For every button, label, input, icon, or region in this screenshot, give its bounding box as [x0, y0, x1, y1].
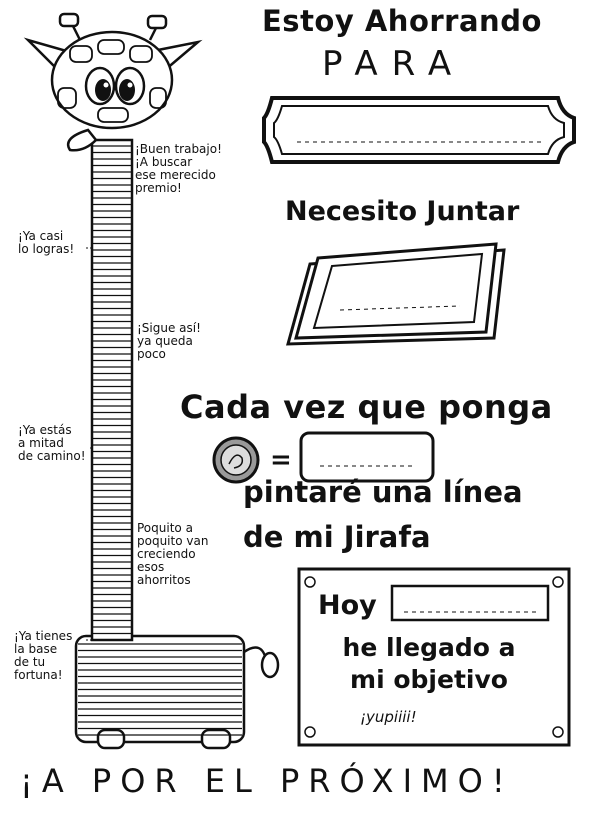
neck-note-halfway: ¡Ya estás a mitad de camino! [18, 423, 86, 463]
heading-para: PARA [322, 44, 466, 84]
giraffe-leg [200, 728, 232, 750]
neck-note-almost: ¡Ya casi lo logras! [18, 229, 75, 256]
heading-saving-for: Estoy Ahorrando [262, 4, 542, 38]
goal-achieved-frame [297, 567, 571, 747]
instruction-line-3: de mi Jirafa [243, 520, 431, 554]
giraffe-eyes [84, 66, 146, 106]
instruction-line-2: pintaré una línea [243, 475, 523, 509]
goal-reached-text: he llegado a mi objetivo [342, 633, 516, 694]
neck-note-top: ¡Buen trabajo! ¡A buscar ese merecido pr… [135, 142, 222, 195]
celebration-text: ¡yupiiii! [360, 708, 417, 726]
goal-input[interactable] [290, 118, 550, 146]
need-heading: Necesito Juntar [285, 196, 520, 227]
amount-input[interactable] [320, 290, 470, 320]
neck-note-base: ¡Ya tienes la base de tu fortuna! [14, 629, 73, 682]
equals-sign: = [270, 445, 292, 475]
footer-next-goal: ¡A POR EL PRÓXIMO! [20, 762, 514, 800]
giraffe-illustration [23, 12, 280, 750]
banner-frame [262, 96, 576, 164]
instruction-line-1: Cada vez que ponga [180, 388, 553, 426]
today-label: Hoy [318, 590, 377, 621]
neck-note-keep-going: ¡Sigue así! ya queda poco [137, 321, 201, 361]
date-input[interactable] [392, 586, 548, 620]
banknote-icon [286, 242, 506, 346]
coin-icon [212, 436, 260, 484]
coin-value-box[interactable] [298, 430, 438, 486]
giraffe-leg [96, 728, 126, 750]
giraffe-neck [90, 138, 134, 642]
neck-note-little-by-little: Poquito a poquito van creciendo esos aho… [137, 521, 209, 587]
